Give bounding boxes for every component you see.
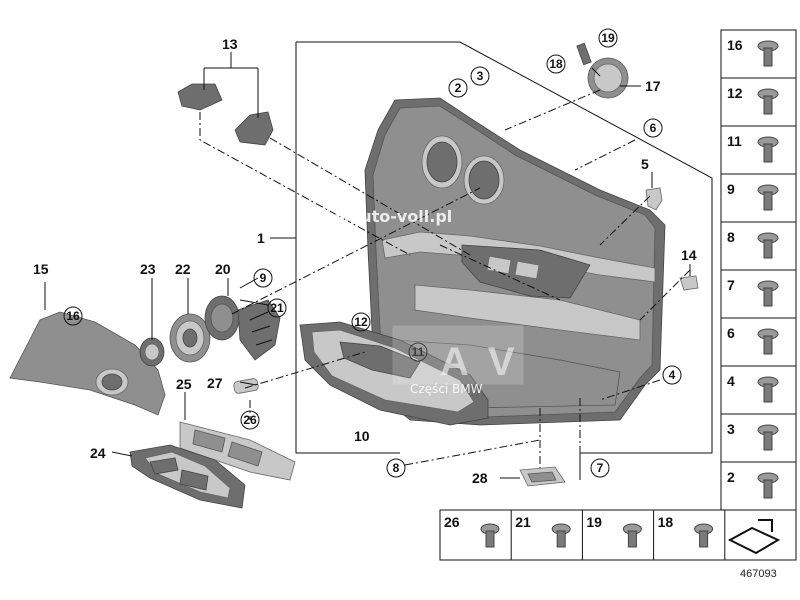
callout-7: 7 xyxy=(597,461,604,475)
fastener-icon xyxy=(622,523,642,548)
leader-lines xyxy=(44,41,713,480)
circled-callouts: 2 3 4 6 7 8 9 11 12 16 18 19 21 26 xyxy=(63,28,682,478)
callout-25: 25 xyxy=(176,376,192,392)
fastener-icon xyxy=(757,424,779,451)
callout-20: 20 xyxy=(215,261,231,277)
bottom-cell-21: 21 xyxy=(515,510,583,560)
fastener-icon xyxy=(757,328,779,355)
fastener-icon xyxy=(757,184,779,211)
side-cell-3: 3 xyxy=(721,413,796,451)
bottom-cell-19: 19 xyxy=(586,510,655,560)
fastener-icon xyxy=(757,280,779,307)
window-switch-bezels xyxy=(129,421,296,509)
side-cell-2: 2 xyxy=(721,461,796,499)
fastener-icon xyxy=(757,136,779,163)
side-cell-label: 9 xyxy=(727,181,735,197)
callout-17: 17 xyxy=(645,78,661,94)
callout-labels: 1 5 10 13 14 15 17 20 22 23 24 25 27 28 xyxy=(33,36,697,486)
fastener-icon xyxy=(480,523,500,548)
callout-28: 28 xyxy=(472,470,488,486)
callout-13: 13 xyxy=(222,36,238,52)
watermark-brand: Części BMW xyxy=(410,382,483,396)
callout-12: 12 xyxy=(354,315,368,329)
side-panel: 16 12 11 9 8 7 6 4 3 2 xyxy=(720,29,797,511)
callout-1: 1 xyxy=(257,230,265,246)
diagram-number: 467093 xyxy=(740,568,777,580)
arrow-icon xyxy=(727,519,781,555)
bottom-cell-18: 18 xyxy=(658,510,726,560)
side-cell-label: 8 xyxy=(727,229,735,245)
side-cell-label: 3 xyxy=(727,421,735,437)
callout-11: 11 xyxy=(412,345,425,359)
side-cell-7: 7 xyxy=(721,269,796,307)
callout-5: 5 xyxy=(641,156,649,172)
side-cell-12: 12 xyxy=(721,77,796,115)
fastener-icon xyxy=(757,376,779,403)
callout-9: 9 xyxy=(260,271,267,285)
tweeter-covers xyxy=(177,83,274,146)
side-cell-label: 16 xyxy=(727,37,743,53)
side-cell-16: 16 xyxy=(727,37,779,67)
small-parts xyxy=(576,42,699,291)
callout-19: 19 xyxy=(601,31,615,45)
bottom-cell-label: 18 xyxy=(658,514,674,530)
bottom-cell-label: 21 xyxy=(515,514,531,530)
callout-10: 10 xyxy=(354,428,370,444)
side-cell-8: 8 xyxy=(721,221,796,259)
callout-21: 21 xyxy=(270,301,284,315)
side-cell-label: 11 xyxy=(727,133,742,149)
bottom-cell-label: 19 xyxy=(586,514,602,530)
fastener-icon xyxy=(757,472,779,499)
callout-2: 2 xyxy=(455,81,462,95)
side-cell-9: 9 xyxy=(721,173,796,211)
side-cell-label: 2 xyxy=(727,469,735,485)
watermark-url: www.auto-voll.pl xyxy=(300,207,452,226)
callout-27: 27 xyxy=(207,375,223,391)
speaker-trim xyxy=(9,311,166,416)
callout-4: 4 xyxy=(669,368,676,382)
switch-part xyxy=(519,466,566,487)
bottom-cell-label: 26 xyxy=(444,514,460,530)
speaker-components xyxy=(139,295,281,394)
callout-8: 8 xyxy=(393,461,400,475)
side-cell-label: 12 xyxy=(727,85,743,101)
callout-3: 3 xyxy=(477,69,484,83)
watermark-logo: AV xyxy=(440,340,537,384)
callout-26: 26 xyxy=(243,413,257,427)
side-cell-label: 7 xyxy=(727,277,735,293)
callout-15: 15 xyxy=(33,261,49,277)
door-pull-insert xyxy=(299,321,489,426)
bottom-panel: 26 21 19 18 xyxy=(439,509,797,561)
watermark: www.auto-voll.pl AV Części BMW xyxy=(300,207,537,396)
callout-24: 24 xyxy=(90,445,106,461)
callout-23: 23 xyxy=(140,261,156,277)
side-cell-6: 6 xyxy=(721,317,796,355)
side-cell-label: 4 xyxy=(727,373,735,389)
side-cell-label: 6 xyxy=(727,325,735,341)
fastener-icon xyxy=(757,232,779,259)
callout-6: 6 xyxy=(650,121,657,135)
callout-14: 14 xyxy=(681,247,697,263)
fastener-icon xyxy=(757,40,779,67)
fastener-icon xyxy=(757,88,779,115)
callout-16: 16 xyxy=(66,309,80,323)
bottom-cell-26: 26 xyxy=(444,510,512,560)
side-cell-4: 4 xyxy=(721,365,796,403)
callout-22: 22 xyxy=(175,261,191,277)
fastener-icon xyxy=(551,523,571,548)
fastener-icon xyxy=(694,523,714,548)
side-cell-11: 11 xyxy=(721,125,796,163)
callout-18: 18 xyxy=(549,57,563,71)
